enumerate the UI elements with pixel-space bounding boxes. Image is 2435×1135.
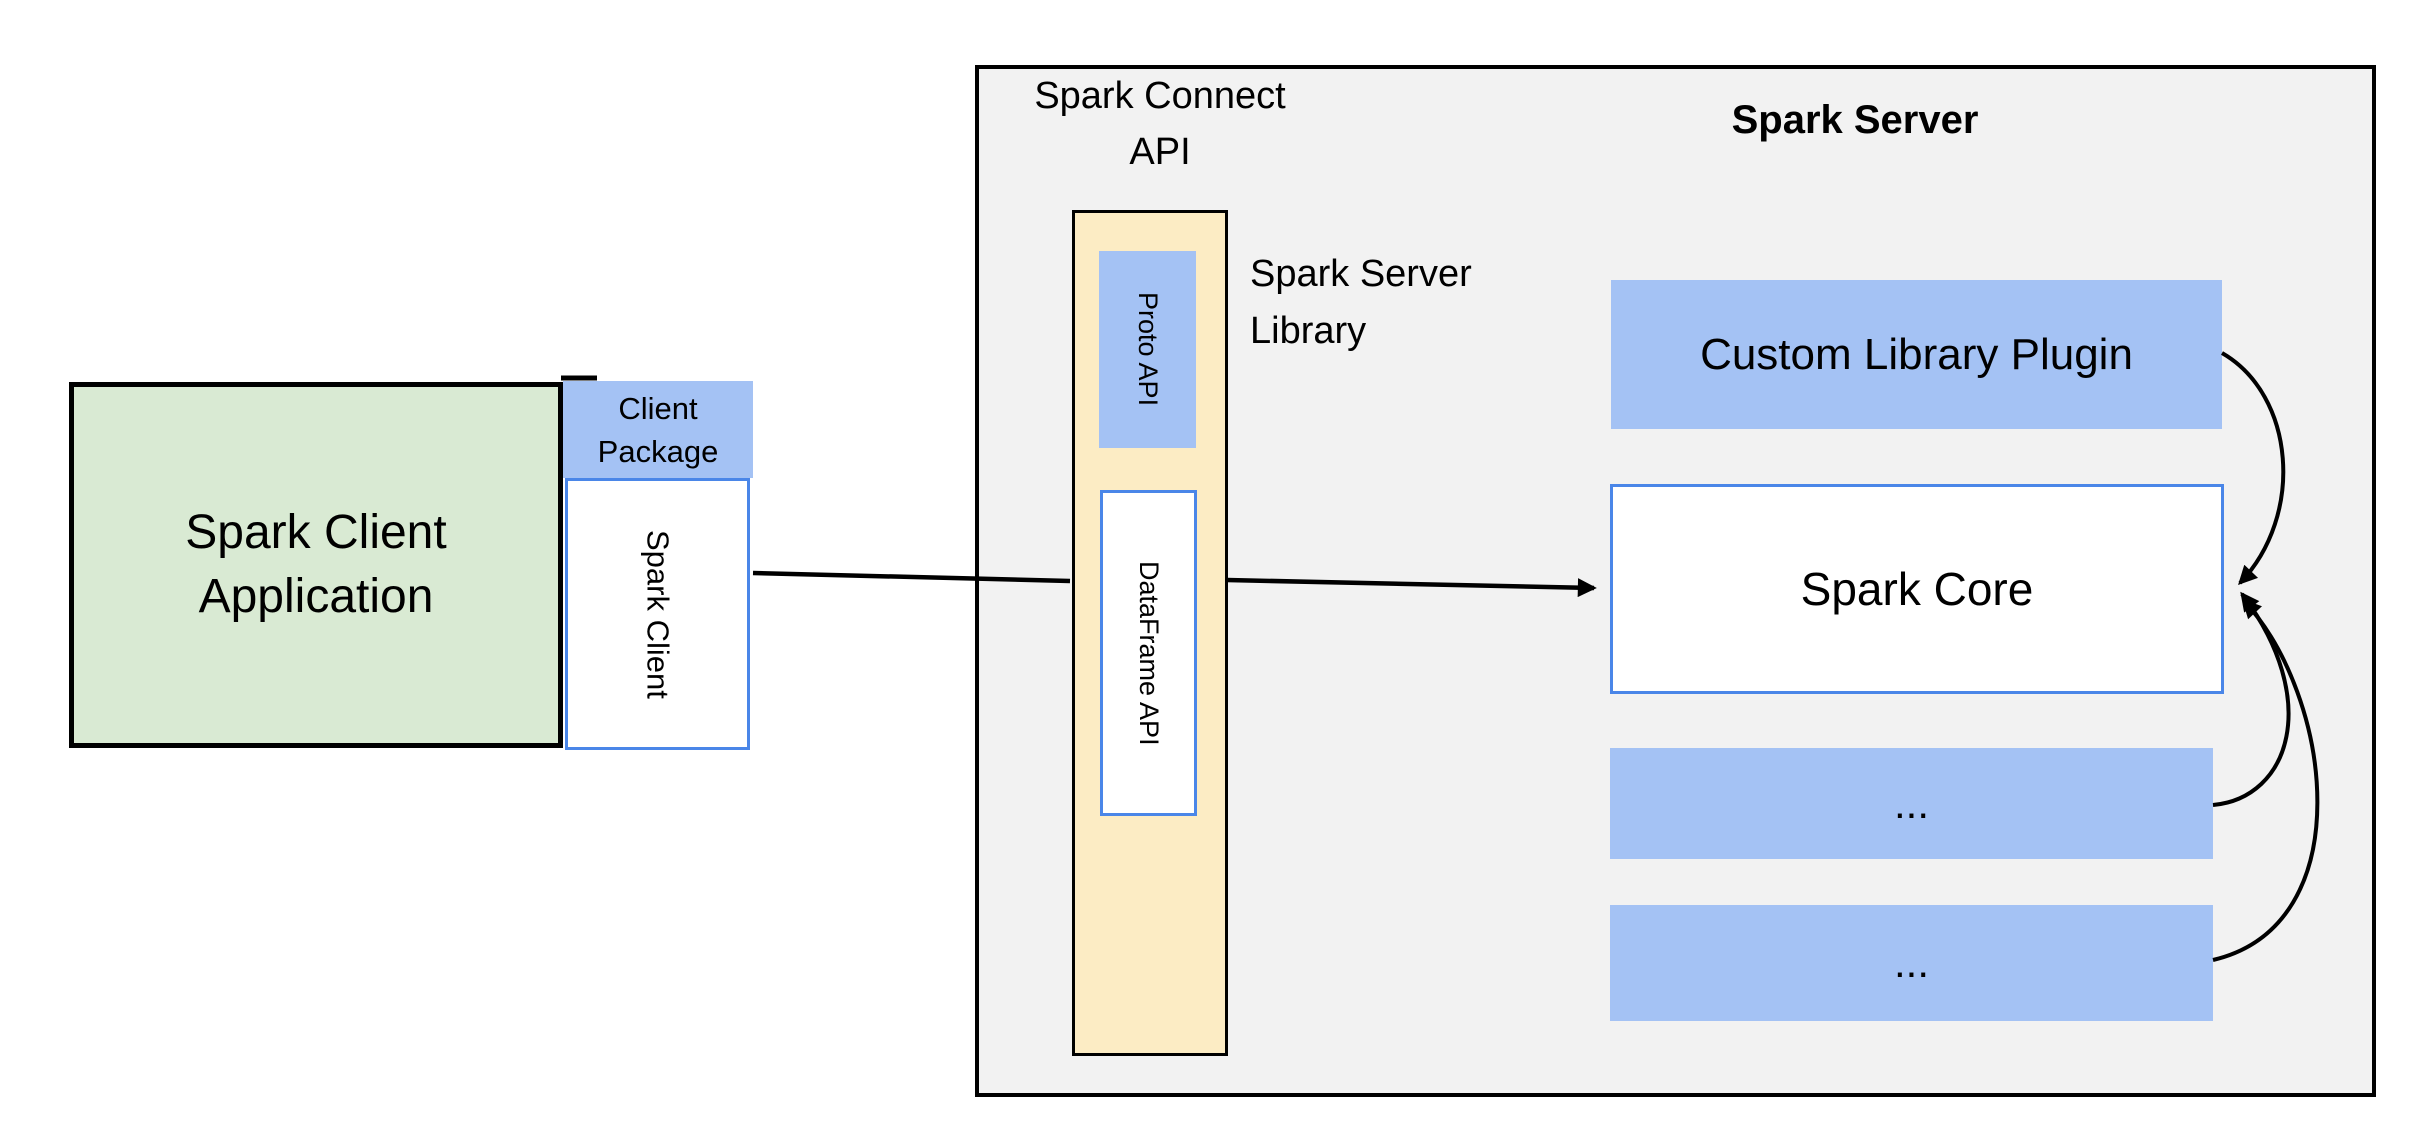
spark-client-box: Spark Client <box>565 478 750 750</box>
spark-server-title: Spark Server <box>1731 98 1979 142</box>
custom-library-plugin-label: Custom Library Plugin <box>1700 329 2133 379</box>
custom-library-plugin-box: Custom Library Plugin <box>1611 280 2222 429</box>
proto-api-label: Proto API <box>1133 292 1163 407</box>
spark-core-label: Spark Core <box>1800 563 2034 615</box>
spark-connect-api-heading-line2: API <box>1129 131 1191 173</box>
client-package-label-line1: Client <box>618 390 698 426</box>
spark-client-application-label-line1: Spark Client <box>185 506 447 559</box>
client-package-label-line2: Package <box>597 433 719 469</box>
spark-server-library-label: Spark Server Library <box>1250 246 1580 360</box>
spark-server-library-label-line1: Spark Server <box>1250 253 1472 295</box>
spark-server-library-label-line2: Library <box>1250 310 1367 352</box>
proto-api-box: Proto API <box>1099 251 1196 448</box>
extension-box-1: ... <box>1610 748 2213 859</box>
dataframe-api-label: DataFrame API <box>1134 560 1164 746</box>
client-package-box: Client Package <box>563 381 753 478</box>
spark-core-box: Spark Core <box>1610 484 2224 694</box>
extension-box-2-label: ... <box>1893 939 1929 986</box>
spark-connect-api-heading-line1: Spark Connect <box>1034 75 1286 117</box>
spark-client-application-box: Spark Client Application <box>69 382 563 748</box>
extension-box-2: ... <box>1610 905 2213 1021</box>
spark-connect-api-heading: Spark Connect API <box>985 68 1335 180</box>
spark-client-application-label-line2: Application <box>198 570 434 623</box>
dataframe-api-box: DataFrame API <box>1100 490 1197 816</box>
extension-box-1-label: ... <box>1893 779 1929 827</box>
spark-client-label: Spark Client <box>640 529 676 699</box>
